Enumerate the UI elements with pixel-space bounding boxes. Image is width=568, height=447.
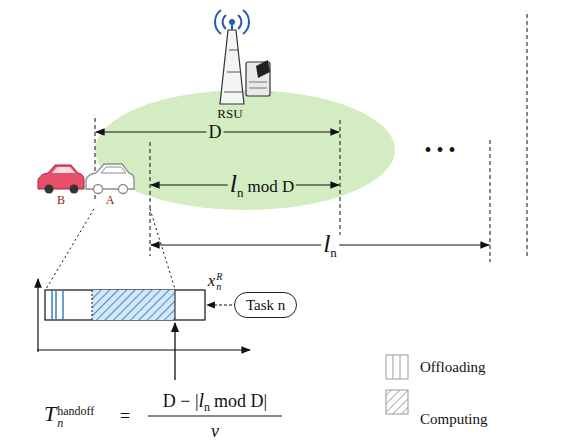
formula-term: mod D| <box>214 391 267 411</box>
vehicle-a <box>86 164 134 194</box>
task-box: Task n <box>234 292 297 319</box>
formula-term: l <box>199 389 205 411</box>
formula-term: v <box>211 421 219 441</box>
dimension-label: D <box>209 122 222 142</box>
dimension-label: n <box>330 245 337 260</box>
variable-label: xRn <box>206 271 225 293</box>
variable-label: n <box>216 282 222 292</box>
continuation-dots: • • • <box>424 139 455 161</box>
variable-label: x <box>208 271 216 290</box>
vehicle-label: B <box>57 193 65 207</box>
node-text: Task n <box>246 297 285 314</box>
dimension-label: l <box>230 169 237 198</box>
variable-label: R <box>216 272 222 282</box>
dimension-label: l <box>323 229 330 258</box>
dimension-label: lnmod D <box>228 170 296 200</box>
formula-term: n <box>57 417 94 429</box>
fraction-bar <box>148 415 282 416</box>
timeline <box>37 279 250 380</box>
dimension-label: mod D <box>247 177 294 196</box>
formula-term: Thandoffn <box>42 402 96 430</box>
formula-term: = <box>118 406 132 426</box>
coverage-area <box>95 90 395 210</box>
rsu-icon <box>215 10 270 104</box>
script-stack: handoffn <box>57 405 94 429</box>
vehicle-label: A <box>104 193 117 207</box>
vehicle-label: B <box>55 193 67 207</box>
legend-text: Computing <box>418 411 568 428</box>
vehicle-b <box>38 165 84 194</box>
zoom-lines <box>46 209 175 289</box>
dimension-label: n <box>237 185 244 200</box>
device-label: RSU <box>215 106 244 121</box>
script-stack: Rn <box>216 272 222 292</box>
formula-term: = <box>120 406 130 426</box>
vehicle-label: A <box>106 193 115 207</box>
device-label: RSU <box>217 106 242 121</box>
dimension-label: ln <box>321 230 339 260</box>
formula-term: D − | <box>163 391 199 411</box>
formula-term: v <box>209 421 221 441</box>
continuation-dots: • • • <box>422 139 457 161</box>
formula-term: handoff <box>57 405 94 417</box>
dimension-arrows <box>96 132 489 245</box>
legend-text: Offloading <box>418 359 568 376</box>
dimension-label: D <box>207 122 224 142</box>
formula-term: T <box>44 401 56 426</box>
formula-term: n <box>204 401 210 415</box>
formula-term: D − |ln mod D| <box>161 389 269 414</box>
boundary-lines <box>95 14 527 262</box>
legend-swatches <box>386 355 408 414</box>
